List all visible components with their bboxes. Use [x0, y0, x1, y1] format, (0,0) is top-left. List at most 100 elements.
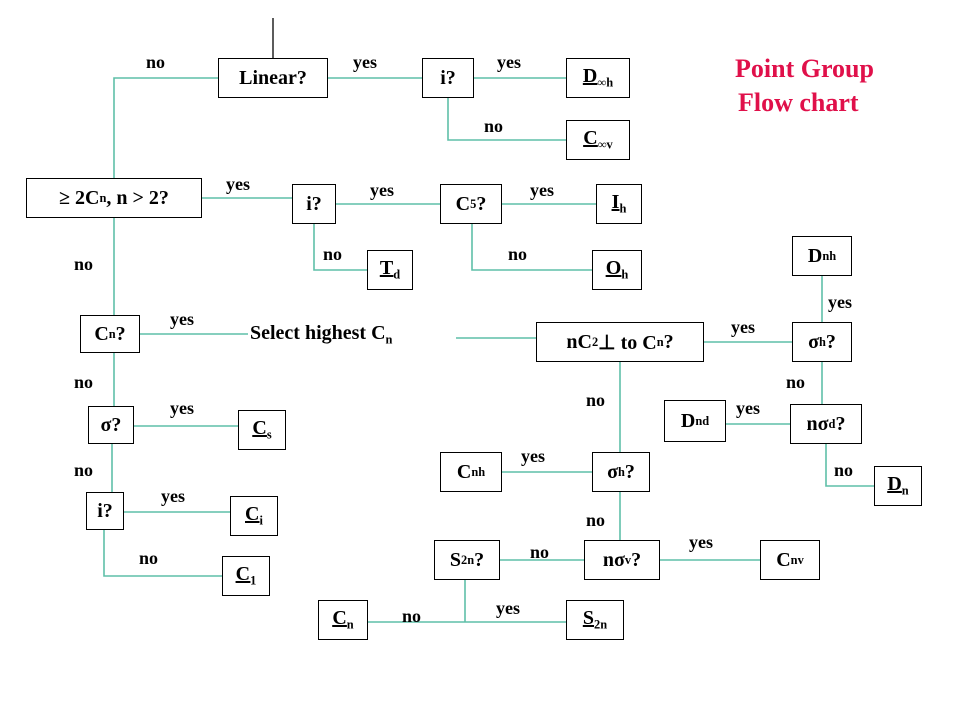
select-pre: Select highest C	[250, 322, 386, 344]
ih-sub: h	[619, 201, 627, 216]
label-no: no	[786, 372, 806, 392]
connector-line	[825, 444, 874, 487]
cn-q-main: C	[94, 322, 109, 345]
sigh-right-sub: h	[818, 334, 826, 349]
label-yes: yes	[497, 52, 521, 72]
c-inf-v-sub: ∞v	[597, 137, 613, 152]
label-no: no	[74, 372, 94, 392]
sigh-mid-post: ?	[624, 460, 635, 483]
cn-term-main: C	[332, 607, 347, 630]
nsigv-main: nσ	[602, 548, 625, 571]
node-i-mid: i?	[292, 184, 336, 224]
nc2-post: ?	[663, 330, 674, 353]
dnd-sub: nd	[695, 413, 710, 428]
ih-main: I	[611, 191, 620, 214]
cn-term-sub: n	[346, 617, 354, 632]
td-sub: d	[393, 267, 401, 282]
c5-main: C	[455, 192, 471, 215]
node-c1: C1	[222, 556, 270, 596]
dnh-sub: nh	[822, 248, 837, 263]
cnh-sub: nh	[471, 464, 486, 479]
node-cn-terminal: Cn	[318, 600, 368, 640]
node-i-top-text: i?	[440, 66, 456, 89]
label-yes: yes	[353, 52, 377, 72]
i-low-text: i?	[97, 499, 113, 522]
select-sub: n	[385, 332, 393, 347]
connector-line	[103, 530, 222, 577]
label-no: no	[402, 606, 422, 626]
label-yes: yes	[530, 180, 554, 200]
node-dn: Dn	[874, 466, 922, 506]
label-yes: yes	[170, 309, 194, 329]
nc2-asub: 2	[591, 334, 599, 349]
node-ih: Ih	[596, 184, 642, 224]
cnv-sub: nv	[790, 552, 804, 567]
label-yes: yes	[170, 398, 194, 418]
nc2-bsub: n	[656, 334, 664, 349]
s2n-q-sub: 2n	[461, 552, 475, 567]
s2n-term-sub: 2n	[594, 617, 608, 632]
s2n-term-main: S	[582, 607, 595, 630]
label-yes: yes	[828, 292, 852, 312]
connector-line	[313, 224, 367, 271]
node-i-mid-text: i?	[306, 192, 322, 215]
label-no: no	[484, 116, 504, 136]
node-s2n-terminal: S2n	[566, 600, 624, 640]
label-yes: yes	[496, 598, 520, 618]
label-no: no	[508, 244, 528, 264]
cn-q-post: ?	[115, 322, 126, 345]
multi-cn-sub: n	[99, 190, 107, 205]
connector-line	[447, 98, 566, 141]
nsigv-sub: v	[624, 552, 632, 567]
sigh-mid-sub: h	[617, 464, 625, 479]
label-yes: yes	[226, 174, 250, 194]
label-no: no	[834, 460, 854, 480]
label-yes: yes	[736, 398, 760, 418]
cnh-main: C	[456, 460, 472, 483]
chart-title: Point Group Flow chart	[735, 52, 874, 120]
c-inf-v-main: C	[583, 127, 598, 150]
label-no: no	[74, 460, 94, 480]
title-line-2: Flow chart	[738, 88, 859, 117]
node-i-top: i?	[422, 58, 474, 98]
multi-cn-pre: ≥ 2C	[59, 186, 100, 209]
dnh-main: D	[807, 244, 823, 267]
nsigv-post: ?	[631, 548, 642, 571]
node-c-inf-v: C∞v	[566, 120, 630, 160]
label-yes: yes	[161, 486, 185, 506]
nc2-b: ⊥ to C	[598, 331, 657, 354]
node-i-low: i?	[86, 492, 124, 530]
cnv-main: C	[776, 548, 791, 571]
node-select-highest-cn: Select highest Cn	[250, 322, 392, 347]
sigh-right-main: σ	[808, 330, 819, 353]
c5-sub: 5	[470, 196, 477, 211]
dnd-main: D	[680, 409, 696, 432]
oh-main: O	[605, 257, 622, 280]
dn-main: D	[887, 473, 902, 496]
node-linear: Linear?	[218, 58, 328, 98]
title-line-1: Point Group	[735, 54, 874, 83]
label-yes: yes	[689, 532, 713, 552]
node-sigma-question: σ?	[88, 406, 134, 444]
label-no: no	[530, 542, 550, 562]
label-no: no	[139, 548, 159, 568]
label-yes: yes	[521, 446, 545, 466]
label-no: no	[323, 244, 343, 264]
td-main: T	[379, 257, 394, 280]
sigma-q-text: σ?	[100, 413, 122, 436]
nsigd-main: nσ	[806, 412, 829, 435]
c1-main: C	[235, 563, 251, 586]
